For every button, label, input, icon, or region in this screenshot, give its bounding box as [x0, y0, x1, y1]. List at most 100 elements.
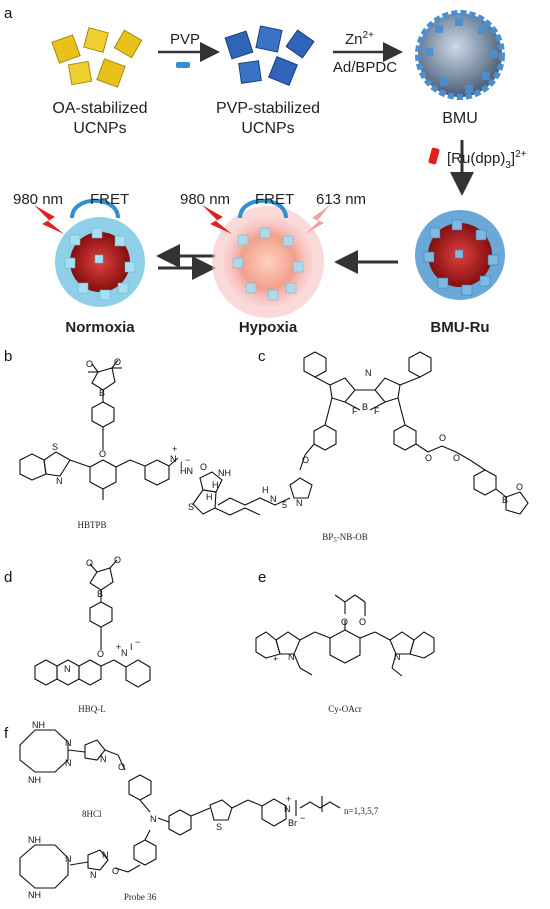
stage1-label-line1: OA-stabilized: [52, 100, 147, 117]
probe-n6: N: [102, 850, 109, 860]
bp5-structure: [192, 351, 529, 516]
probe-salt: 8HCl: [82, 809, 102, 819]
bmu-ru-label: BMU-Ru: [430, 319, 489, 336]
panel-d: d O O B O N N + I − HBQ-L: [4, 555, 151, 714]
hbtpb-o1: O: [86, 359, 93, 369]
probe-n5: N: [65, 854, 72, 864]
stage1-label-line2: UCNPs: [73, 120, 126, 137]
pvp-icon: [176, 62, 190, 68]
probe-o2: O: [112, 866, 119, 876]
panel-c: c: [180, 348, 529, 544]
hbq-minus: −: [135, 637, 140, 647]
bp5-h1: H: [206, 492, 213, 502]
bp5-n1: N: [365, 368, 372, 378]
panel-f: f: [4, 720, 379, 902]
normoxia-label: Normoxia: [65, 319, 135, 336]
ru-complex-icon: [428, 147, 440, 165]
bp5-o5: O: [439, 433, 446, 443]
hypoxia-loop: [238, 198, 288, 219]
probe-nh2: NH: [28, 775, 41, 785]
probe-n3: N: [100, 754, 107, 764]
emission-icon: [305, 205, 330, 234]
stage2-label-line1: PVP-stabilized: [216, 100, 320, 117]
normoxia-laser-icon: [34, 205, 64, 234]
bp5-o4: O: [200, 462, 207, 472]
stage3-label: BMU: [442, 110, 478, 127]
cy-caption: Cy-OAcr: [328, 704, 362, 714]
bp5-o1: O: [302, 455, 309, 465]
hypoxia-sphere: [212, 206, 324, 318]
panel-letter-f: f: [4, 725, 9, 742]
hbtpb-b: B: [99, 388, 105, 398]
bp5-b: B: [362, 402, 368, 412]
arrow2-bottom-label: Ad/BPDC: [333, 59, 397, 76]
hbtpb-minus: −: [185, 455, 190, 465]
bp5-o6: O: [516, 482, 523, 492]
hbq-o1: O: [86, 558, 93, 568]
normoxia-loop: [70, 198, 120, 219]
bp5-sub5: 5: [282, 500, 287, 510]
normoxia-fret-label: FRET: [90, 191, 129, 208]
hbtpb-structure: [19, 359, 179, 500]
bp5-hn1: HN: [180, 466, 193, 476]
emission-label: 613 nm: [316, 191, 366, 208]
panel-a: a OA-stabilized UCNPs PVP PVP-stabilized…: [4, 5, 527, 336]
hbq-o: O: [97, 649, 104, 659]
probe-minus: −: [300, 813, 305, 823]
arrow1-label: PVP: [170, 31, 200, 48]
normoxia-laser-label: 980 nm: [13, 191, 63, 208]
panel-letter-d: d: [4, 569, 12, 586]
bp5-h3: H: [262, 485, 269, 495]
probe-n4: N: [150, 814, 157, 824]
bp5-caption: BP5-NB-OB: [322, 532, 368, 544]
probe-repeat: n=1,3,5,7: [344, 806, 379, 816]
panel-letter-e: e: [258, 569, 266, 586]
hbq-caption: HBQ-L: [78, 704, 106, 714]
hbtpb-caption: HBTPB: [77, 520, 106, 530]
bp5-s: S: [188, 502, 194, 512]
cy-n2: N: [394, 652, 401, 662]
bp5-o2: O: [425, 453, 432, 463]
bp5-h2: H: [212, 480, 219, 490]
panel-letter-a: a: [4, 5, 13, 22]
bp5-n2: N: [270, 494, 277, 504]
bp5-b2: B: [502, 495, 508, 505]
pvp-ucnp-cubes: [224, 25, 315, 86]
cy-oacr-structure: [255, 594, 435, 677]
probe-nplus: N: [284, 804, 291, 814]
hbq-charge: +: [116, 642, 121, 652]
cy-o1: O: [359, 617, 366, 627]
panel-e: e O O N + N Cy-OAcr: [255, 569, 435, 714]
probe-caption: Probe 36: [124, 892, 157, 902]
hbq-structure: [34, 559, 151, 688]
probe-charge: +: [286, 794, 291, 804]
hbtpb-iodide: I: [180, 460, 183, 470]
down-arrow-label: [Ru(dpp)3]2+: [447, 149, 527, 171]
probe-n1: N: [65, 738, 72, 748]
arrow2-top-label: Zn2+: [345, 30, 374, 48]
bp5-f2: F: [374, 406, 380, 416]
panel-letter-c: c: [258, 348, 266, 365]
bmu-sphere: [415, 10, 505, 100]
panel-b: b O O B O S N N +: [4, 348, 190, 530]
bp5-o3: O: [453, 453, 460, 463]
stage2-label-line2: UCNPs: [241, 120, 294, 137]
hypoxia-laser-icon: [202, 205, 232, 234]
probe-n7: N: [90, 870, 97, 880]
panel-letter-b: b: [4, 348, 12, 365]
probe-s: S: [216, 822, 222, 832]
hbtpb-o: O: [99, 449, 106, 459]
probe-n2: N: [65, 758, 72, 768]
hbtpb-charge: +: [172, 444, 177, 454]
normoxia-sphere: [55, 217, 145, 307]
bp5-nh1: NH: [218, 468, 231, 478]
cy-o2: O: [341, 617, 348, 627]
cy-n1: N: [288, 652, 295, 662]
hbtpb-n: N: [56, 476, 63, 486]
hbq-n1: N: [64, 664, 71, 674]
probe36-structure: [19, 729, 341, 889]
hbq-o2: O: [114, 555, 121, 565]
hbq-n2: N: [121, 648, 128, 658]
hypoxia-fret-label: FRET: [255, 191, 294, 208]
